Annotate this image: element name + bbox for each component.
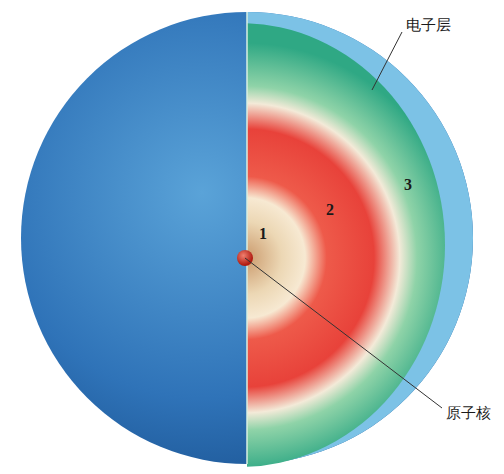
- callout-number: 3: [404, 175, 412, 194]
- callout-number: 2: [326, 200, 334, 219]
- part-label: 原子核: [446, 404, 491, 422]
- callout-number: 1: [259, 224, 267, 243]
- cutaway-face: [247, 23, 445, 467]
- cut-edge: [246, 12, 248, 464]
- leader-line: [245, 258, 442, 408]
- part-label: 电子层: [406, 16, 451, 34]
- leader-line: [372, 32, 402, 90]
